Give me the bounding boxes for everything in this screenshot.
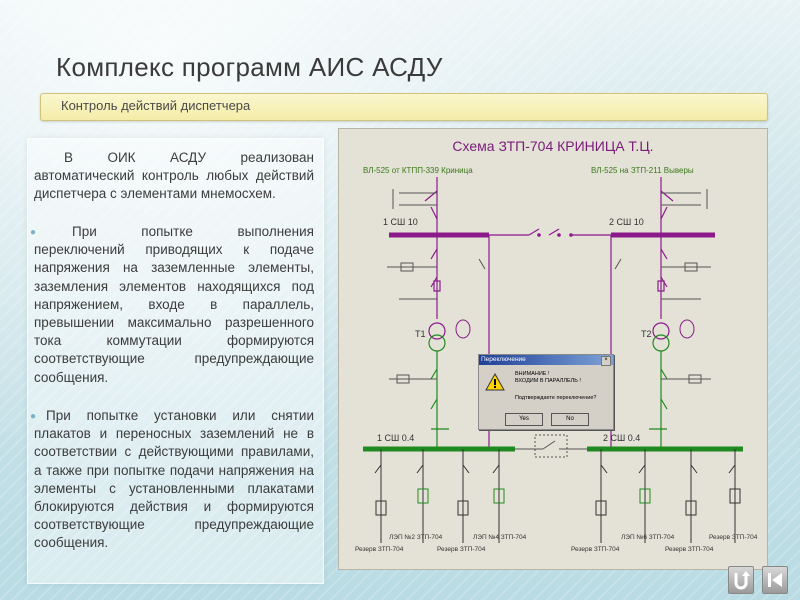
- line-right-label: ВЛ-525 на ЗТП-211 Выверы: [591, 166, 694, 175]
- bus-1-04-label: 1 СШ 0.4: [377, 433, 414, 443]
- feeder-label: ЛЭП №6 ЗТП-704: [621, 534, 675, 541]
- return-icon: [734, 571, 750, 590]
- transformer-t1: [428, 322, 446, 352]
- return-button[interactable]: [728, 566, 754, 594]
- text-panel: В ОИК АСДУ реализован автоматический кон…: [27, 138, 324, 584]
- dialog-title: Переключение: [479, 355, 613, 365]
- bus-2-04-label: 2 СШ 0.4: [603, 433, 640, 443]
- transformer-t2: [652, 322, 670, 352]
- dialog-line-2: ВХОДИМ В ПАРАЛЛЕЛЬ !: [515, 378, 581, 384]
- bullet-icon: ●: [30, 411, 37, 422]
- bus-2-10-label: 2 СШ 10: [609, 217, 644, 227]
- no-button[interactable]: No: [551, 413, 589, 426]
- back-to-start-button[interactable]: [762, 566, 788, 594]
- paragraph-3: При попытке установки или снятии плакато…: [34, 408, 314, 551]
- feeder-label: Резерв ЗТП-704: [437, 546, 486, 553]
- t2-label: Т2: [641, 329, 652, 339]
- back-to-start-icon: [768, 573, 782, 587]
- feeder-label: Резерв ЗТП-704: [665, 546, 714, 553]
- feeders: [374, 449, 741, 543]
- dialog-message: ВНИМАНИЕ ! ВХОДИМ В ПАРАЛЛЕЛЬ !: [515, 371, 581, 385]
- paragraph-1: В ОИК АСДУ реализован автоматический кон…: [34, 150, 314, 202]
- dialog-line-1: ВНИМАНИЕ !: [515, 371, 550, 377]
- diagram-title: Схема ЗТП-704 КРИНИЦА Т.Ц.: [452, 138, 653, 154]
- dialog-question: Подтверждаете переключение?: [515, 395, 597, 401]
- yes-button[interactable]: Yes: [505, 413, 543, 426]
- bus-1-10-label: 1 СШ 10: [383, 217, 418, 227]
- t1-label: Т1: [415, 329, 426, 339]
- paragraph-2: При попытке выполнения переключений прив…: [34, 224, 314, 385]
- bullet-icon: ●: [30, 227, 37, 238]
- subtitle: Контроль действий диспетчера: [61, 98, 251, 113]
- feeder-label: ЛЭП №4 ЗТП-704: [473, 534, 527, 541]
- line-left-label: ВЛ-525 от КТПП-339 Криница: [363, 166, 473, 175]
- switching-warning-dialog: Переключение × ВНИМАНИЕ ! ВХОДИМ В ПАРАЛ…: [478, 354, 614, 430]
- feeder-label: Резерв ЗТП-704: [709, 534, 758, 541]
- feeder-label: ЛЭП №2 ЗТП-704: [389, 534, 443, 541]
- warning-icon: [485, 373, 505, 391]
- substation-diagram: Схема ЗТП-704 КРИНИЦА Т.Ц. ВЛ-525 от КТП…: [338, 128, 768, 570]
- close-icon[interactable]: ×: [601, 356, 611, 366]
- page-title: Комплекс программ АИС АСДУ: [56, 52, 443, 82]
- subtitle-bar: Контроль действий диспетчера: [40, 93, 768, 121]
- feeder-label: Резерв ЗТП-704: [571, 546, 620, 553]
- feeder-label: Резерв ЗТП-704: [355, 546, 404, 553]
